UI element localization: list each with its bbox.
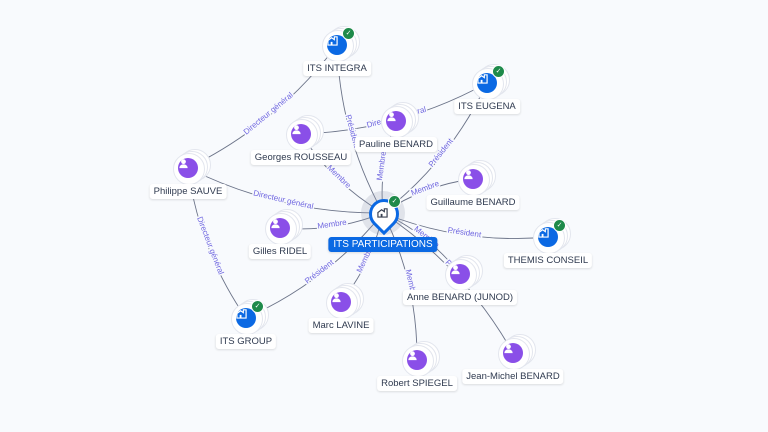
edge-label: Président [447,226,483,240]
node-label[interactable]: Pauline BENARD [355,137,437,152]
node-label[interactable]: ITS EUGENA [454,99,520,114]
verified-check-icon: ✓ [553,219,566,232]
edge-philippe-itspart [187,167,384,214]
node-label[interactable]: Robert SPIEGEL [377,376,457,391]
building-icon [327,35,347,55]
building-icon [538,227,558,247]
person-icon [331,292,351,312]
verified-check-icon: ✓ [492,65,505,78]
node-label[interactable]: Anne BENARD (JUNOD) [402,290,518,305]
person-node[interactable] [381,102,419,138]
person-node[interactable] [458,160,496,196]
node-label[interactable]: Philippe SAUVE [149,184,227,199]
node-label[interactable]: Guillaume BENARD [426,195,520,210]
node-label[interactable]: ITS INTEGRA [303,61,371,76]
node-label[interactable]: Georges ROUSSEAU [250,150,352,165]
verified-check-icon: ✓ [342,27,355,40]
person-icon [270,218,290,238]
verified-check-icon: ✓ [388,195,401,208]
node-label[interactable]: Jean-Michel BENARD [462,369,564,384]
edge-label: Président [303,257,336,285]
center-node-label[interactable]: ITS PARTICIPATIONS [328,237,438,252]
person-icon [386,111,406,131]
person-icon [503,343,523,363]
edge-label: Directeur général [252,188,314,211]
person-node[interactable] [286,115,324,151]
person-node[interactable] [498,334,536,370]
edge-label: Directeur général [195,215,226,276]
edge-label: Membre [325,163,353,190]
node-label[interactable]: THEMIS CONSEIL [503,253,593,268]
node-label[interactable]: Marc LAVINE [308,318,374,333]
building-icon [477,73,497,93]
person-icon [178,158,198,178]
company-node[interactable]: ✓ [533,218,571,254]
person-icon [291,124,311,144]
person-node[interactable] [445,255,483,291]
node-label[interactable]: Gilles RIDEL [248,244,312,259]
person-icon [463,169,483,189]
building-icon [236,308,256,328]
verified-check-icon: ✓ [251,300,264,313]
company-node[interactable]: ✓ [231,299,269,335]
person-icon [407,350,427,370]
edge-itspart-themis [382,212,549,239]
person-node[interactable] [402,341,440,377]
company-node[interactable]: ✓ [322,26,360,62]
company-node[interactable]: ✓ [472,64,510,100]
person-node[interactable] [326,283,364,319]
person-node[interactable] [265,209,303,245]
person-node[interactable] [173,149,211,185]
edge-label: Membre [375,150,388,181]
person-icon [450,264,470,284]
edge-label: Membre [317,218,348,231]
node-label[interactable]: ITS GROUP [215,334,277,349]
